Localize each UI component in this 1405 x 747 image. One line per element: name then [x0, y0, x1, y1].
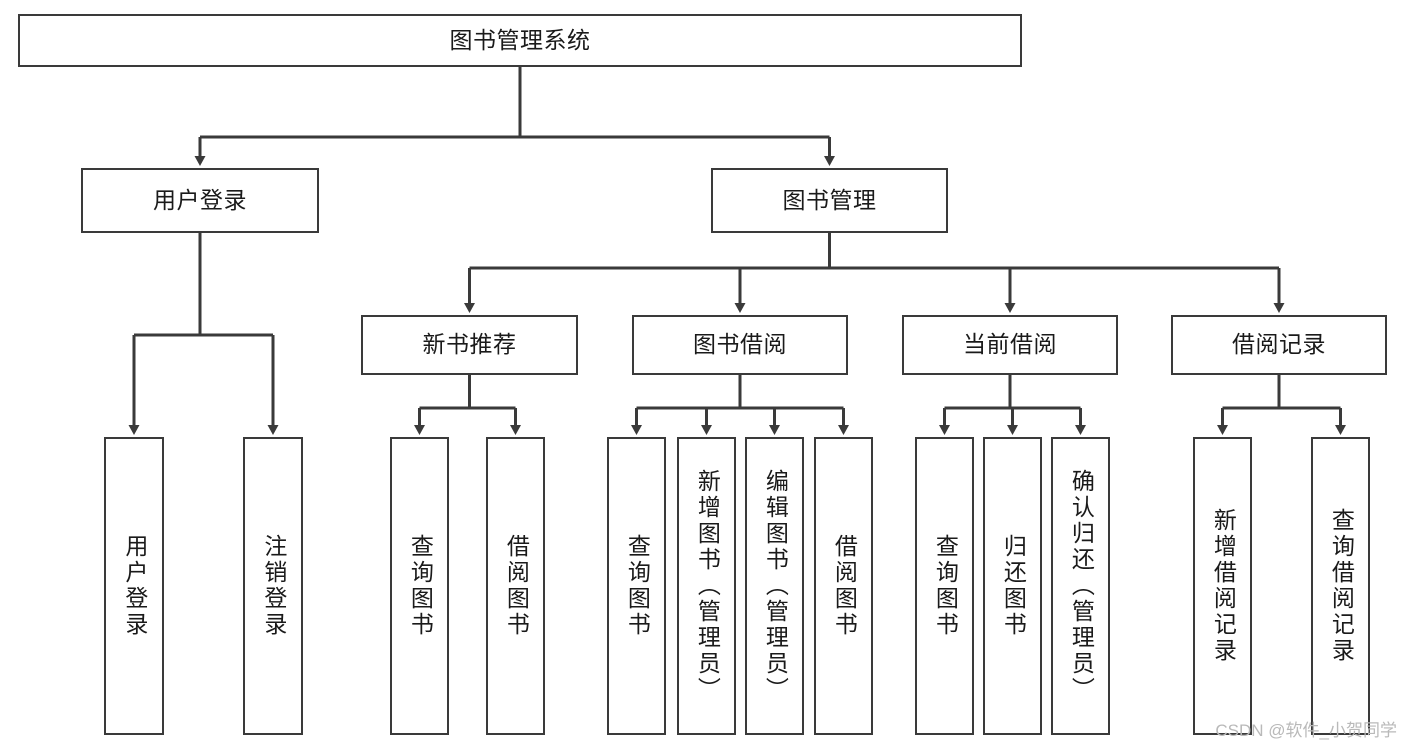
- leaf-node-4[interactable]: 查询图书: [607, 437, 666, 735]
- level3-node-label: 新书推荐: [422, 331, 517, 358]
- leaf-node-7[interactable]: 借阅图书: [814, 437, 873, 735]
- level2-node-label: 图书管理: [782, 186, 877, 213]
- leaf-node-1[interactable]: 注销登录: [243, 437, 303, 735]
- leaf-node-5[interactable]: 新增图书（管理员）: [677, 437, 736, 735]
- root-node-0[interactable]: 图书管理系统: [18, 14, 1022, 67]
- level2-node-label: 用户登录: [153, 186, 247, 213]
- leaf-node-label: 查询图书: [407, 534, 434, 638]
- leaf-node-12[interactable]: 查询借阅记录: [1311, 437, 1370, 735]
- leaf-node-label: 用户登录: [121, 534, 148, 638]
- watermark-label: CSDN @软件_小贺同学: [1215, 721, 1397, 740]
- leaf-node-label: 借阅图书: [831, 534, 858, 638]
- leaf-node-label: 新增图书（管理员）: [694, 469, 721, 703]
- leaf-node-label: 借阅图书: [503, 534, 530, 638]
- level2-node-1[interactable]: 图书管理: [711, 168, 948, 233]
- leaf-node-0[interactable]: 用户登录: [104, 437, 164, 735]
- leaf-node-label: 归还图书: [1000, 534, 1027, 638]
- leaf-node-label: 新增借阅记录: [1210, 508, 1237, 664]
- leaf-node-10[interactable]: 确认归还（管理员）: [1051, 437, 1110, 735]
- leaf-node-9[interactable]: 归还图书: [983, 437, 1042, 735]
- leaf-node-label: 注销登录: [260, 534, 287, 638]
- level3-node-3[interactable]: 借阅记录: [1171, 315, 1387, 375]
- level3-node-0[interactable]: 新书推荐: [361, 315, 578, 375]
- leaf-node-6[interactable]: 编辑图书（管理员）: [745, 437, 804, 735]
- level2-node-0[interactable]: 用户登录: [81, 168, 319, 233]
- root-node-label: 图书管理系统: [449, 26, 591, 53]
- leaf-node-2[interactable]: 查询图书: [390, 437, 449, 735]
- level3-node-label: 借阅记录: [1232, 331, 1326, 358]
- leaf-node-3[interactable]: 借阅图书: [486, 437, 545, 735]
- leaf-node-label: 确认归还（管理员）: [1068, 469, 1095, 703]
- level3-node-2[interactable]: 当前借阅: [902, 315, 1118, 375]
- level3-node-label: 当前借阅: [963, 331, 1057, 358]
- leaf-node-label: 查询图书: [624, 534, 651, 638]
- level3-node-label: 图书借阅: [693, 331, 787, 358]
- leaf-node-label: 查询借阅记录: [1328, 508, 1355, 664]
- leaf-node-label: 查询图书: [932, 534, 959, 638]
- leaf-node-8[interactable]: 查询图书: [915, 437, 974, 735]
- level3-node-1[interactable]: 图书借阅: [632, 315, 848, 375]
- leaf-node-11[interactable]: 新增借阅记录: [1193, 437, 1252, 735]
- leaf-node-label: 编辑图书（管理员）: [762, 469, 789, 703]
